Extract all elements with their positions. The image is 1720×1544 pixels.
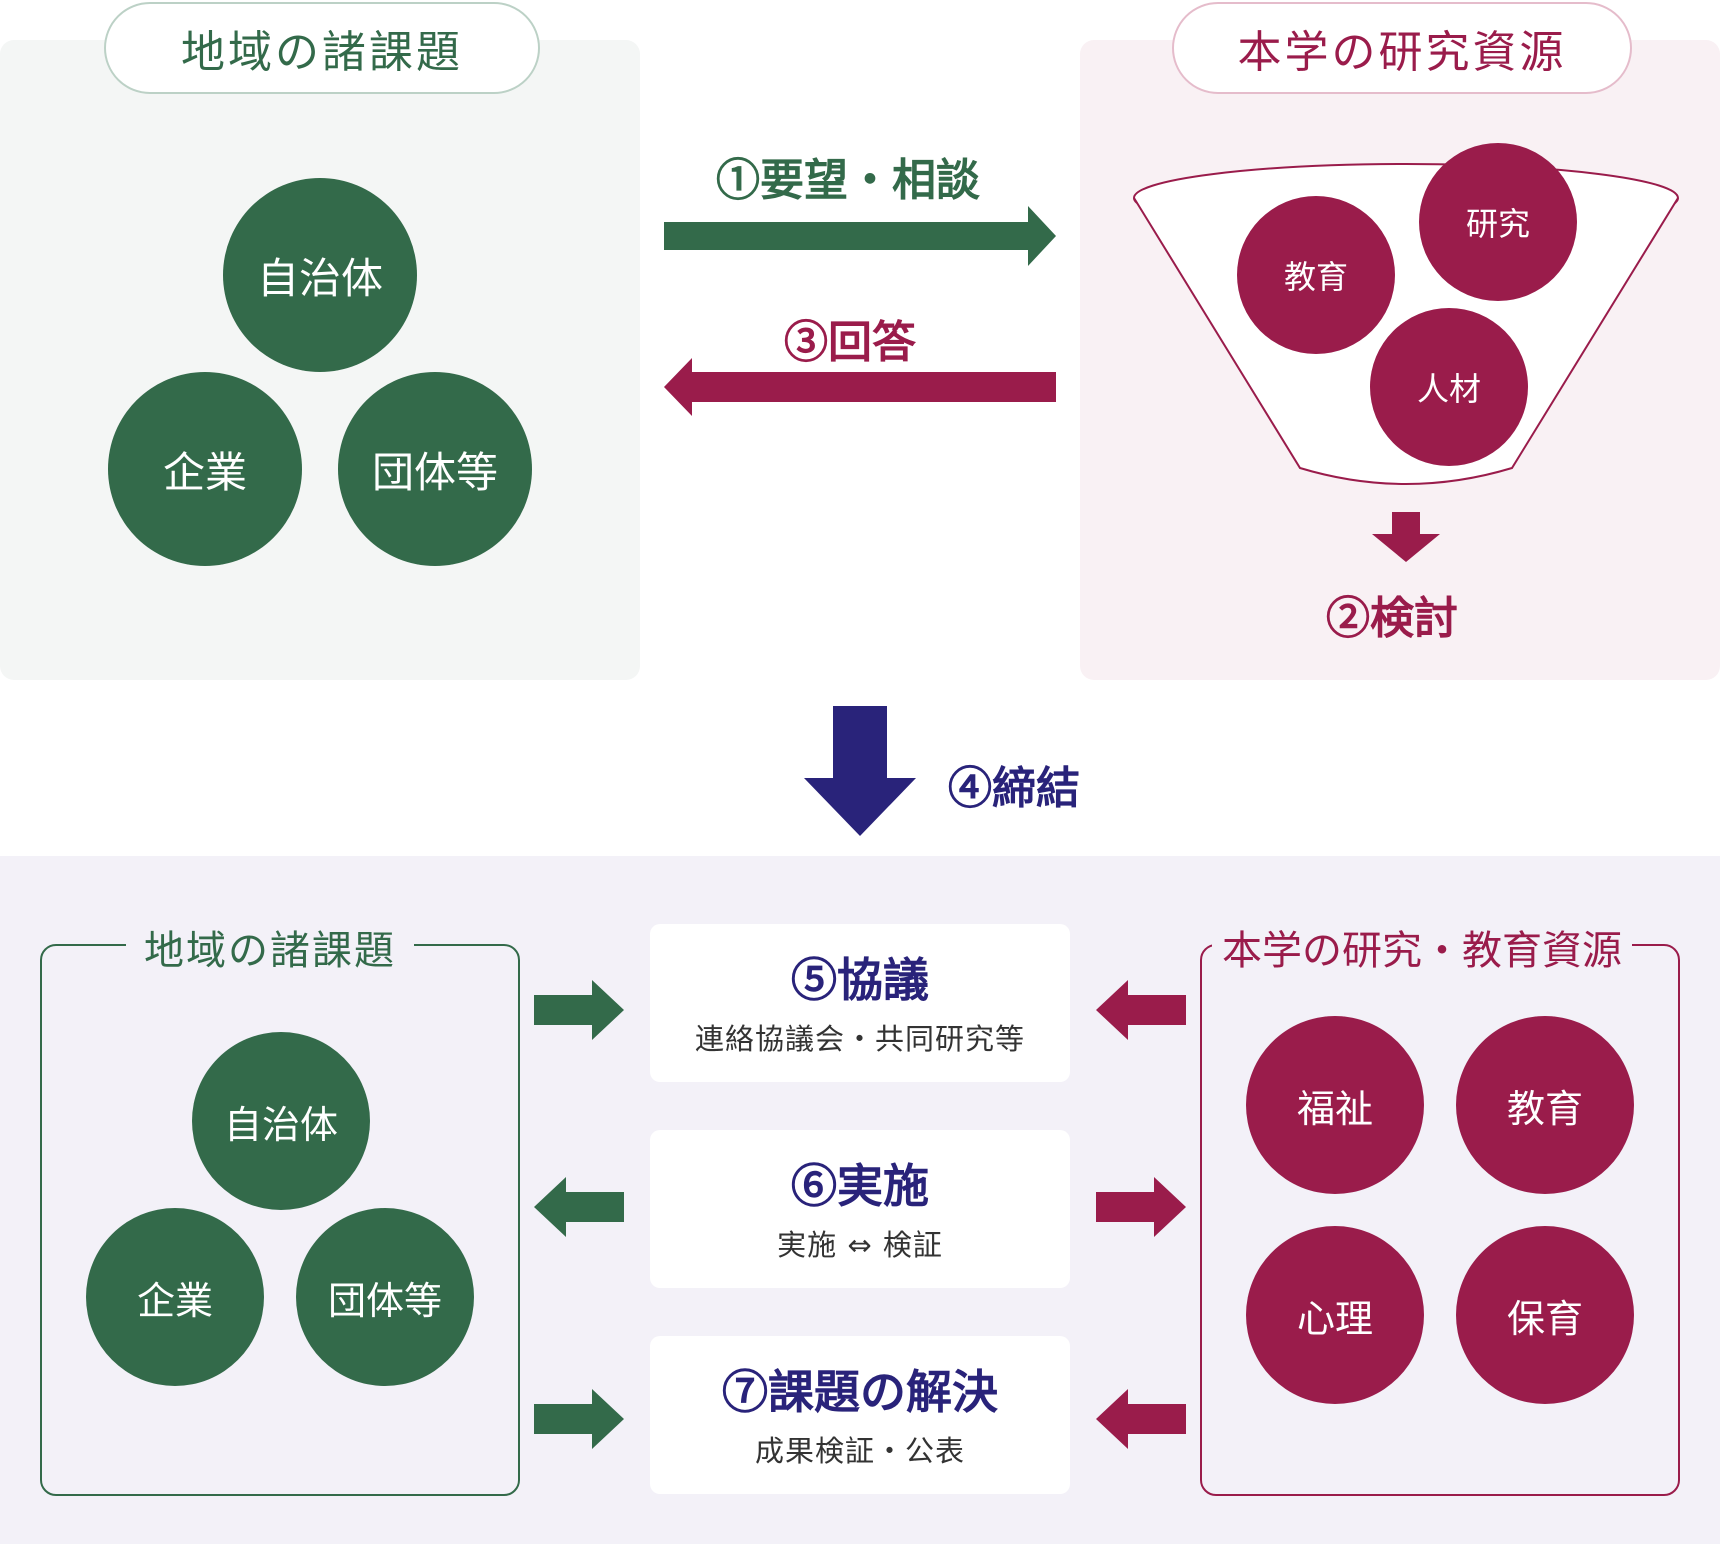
circle-company: 企業 [108, 372, 302, 566]
step2-label: ②検討 [1326, 593, 1458, 644]
circle-childcare: 保育 [1456, 1226, 1634, 1404]
circle-organization: 団体等 [338, 372, 532, 566]
circle-psychology: 心理 [1246, 1226, 1424, 1404]
solution-sub: 成果検証・公表 [754, 1434, 965, 1468]
step4-label: ④締結 [948, 763, 1080, 814]
top-left-title: 地域の諸課題 [104, 2, 540, 94]
arrow-left-row2 [534, 1177, 624, 1237]
circle-talent-top: 人材 [1370, 308, 1528, 466]
arrow-left-row3 [534, 1389, 624, 1449]
bottom-right-title: 本学の研究・教育資源 [1212, 918, 1632, 976]
circle-education-top: 教育 [1237, 196, 1395, 354]
arrow-right-row1 [1096, 980, 1186, 1040]
solution-title: ⑦課題の解決 [722, 1365, 998, 1419]
step1-label: ①要望・相談 [716, 155, 980, 206]
solution-box: ⑦課題の解決 成果検証・公表 [650, 1336, 1070, 1494]
consultation-title: ⑤協議 [791, 953, 929, 1007]
circle-municipality: 自治体 [223, 178, 417, 372]
top-right-title: 本学の研究資源 [1172, 2, 1632, 94]
implementation-box: ⑥実施 実施 ⇔ 検証 [650, 1130, 1070, 1288]
implementation-title: ⑥実施 [791, 1159, 929, 1213]
circle-education-bottom: 教育 [1456, 1016, 1634, 1194]
consultation-sub: 連絡協議会・共同研究等 [694, 1022, 1025, 1056]
circle-organization-bottom: 団体等 [296, 1208, 474, 1386]
bottom-left-title: 地域の諸課題 [126, 918, 414, 976]
circle-municipality-bottom: 自治体 [192, 1032, 370, 1210]
arrow-left-row1 [534, 980, 624, 1040]
implementation-sub: 実施 ⇔ 検証 [777, 1228, 943, 1262]
consultation-box: ⑤協議 連絡協議会・共同研究等 [650, 924, 1070, 1082]
arrow-right-row2 [1096, 1177, 1186, 1237]
circle-research-top: 研究 [1419, 143, 1577, 301]
circle-company-bottom: 企業 [86, 1208, 264, 1386]
step3-label: ③回答 [784, 317, 916, 368]
arrow-right-row3 [1096, 1389, 1186, 1449]
circle-welfare: 福祉 [1246, 1016, 1424, 1194]
